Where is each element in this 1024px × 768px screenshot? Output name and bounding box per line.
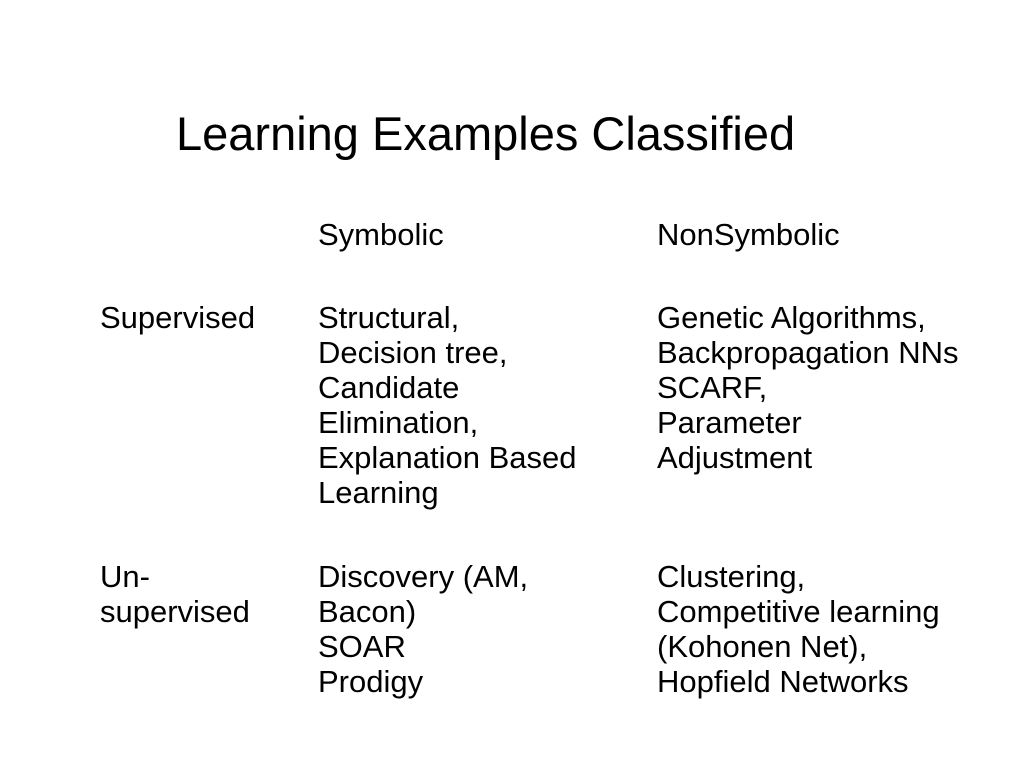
row-label-line: Supervised [100, 300, 256, 335]
cell-line: Candidate [318, 370, 460, 405]
column-header-nonsymbolic: NonSymbolic [657, 217, 840, 252]
cell-line: Backpropagation NNs [657, 335, 959, 370]
row-label-line: supervised [100, 594, 250, 629]
cell-line: Adjustment [657, 440, 813, 475]
row-label-supervised: Supervised [100, 300, 255, 335]
cell-line: Hopfield Networks [657, 664, 909, 699]
row-label-unsupervised: Un- supervised [100, 559, 250, 629]
cell-line: Elimination, [318, 405, 479, 440]
cell-unsupervised-nonsymbolic: Clustering, Competitive learning (Kohone… [657, 559, 940, 699]
cell-line: Parameter [657, 405, 802, 440]
cell-supervised-nonsymbolic: Genetic Algorithms, Backpropagation NNs … [657, 300, 959, 475]
cell-line: Explanation Based [318, 440, 577, 475]
cell-line: Genetic Algorithms, [657, 300, 926, 335]
cell-line: Structural, [318, 300, 460, 335]
cell-line: Prodigy [318, 664, 424, 699]
cell-line: SOAR [318, 629, 406, 664]
cell-line: SCARF, [657, 370, 768, 405]
cell-line: Bacon) [318, 594, 417, 629]
column-header-symbolic: Symbolic [318, 217, 444, 252]
cell-line: Decision tree, [318, 335, 508, 370]
cell-unsupervised-symbolic: Discovery (AM, Bacon) SOAR Prodigy [318, 559, 528, 699]
slide-title: Learning Examples Classified [176, 107, 796, 160]
cell-line: (Kohonen Net), [657, 629, 868, 664]
row-label-line: Un- [100, 559, 150, 594]
cell-line: Learning [318, 475, 439, 510]
cell-line: Competitive learning [657, 594, 940, 629]
cell-line: Clustering, [657, 559, 806, 594]
cell-supervised-symbolic: Structural, Decision tree, Candidate Eli… [318, 300, 577, 510]
cell-line: Discovery (AM, [318, 559, 529, 594]
